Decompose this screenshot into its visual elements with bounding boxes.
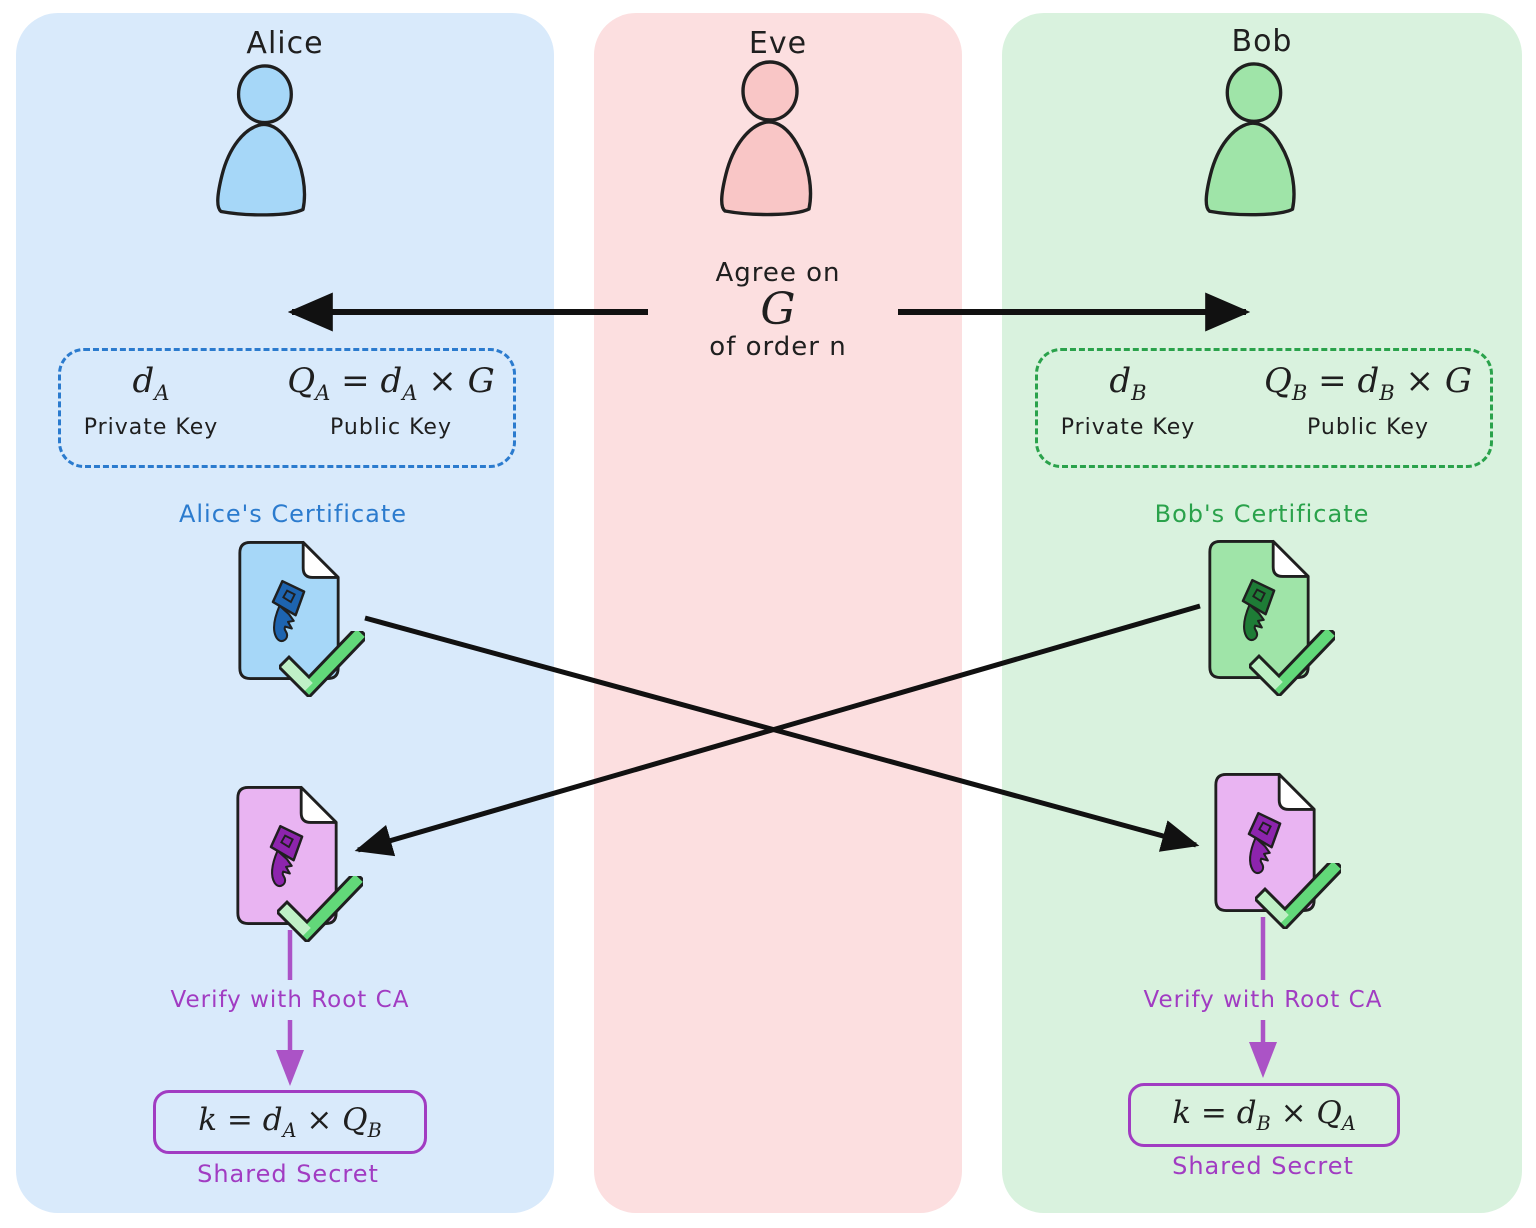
alice-keypair-box: dA Private Key QA = dA × G Public Key [58,348,516,468]
bob-private-key-formula: dB [1109,361,1147,405]
alice-name-label: Alice [246,26,324,61]
alice-public-key-label: Public Key [330,415,452,440]
eve-name-label: Eve [748,26,808,61]
checkmark-icon [1255,863,1341,929]
bob-certificate-doc [1207,537,1335,696]
bob-public-key-formula: QB = dB × G [1263,361,1473,405]
bob-shared-secret-box: k = dB × QA [1128,1083,1400,1147]
eve-person-icon [720,60,813,217]
alice-shared-secret-label: Shared Secret [197,1160,379,1188]
key-icon [1241,578,1276,642]
checkmark-icon [279,631,365,697]
order-text: of order n [709,332,847,362]
alice-verify-label: Verify with Root CA [170,987,410,1013]
bob-received-certificate-doc [1213,770,1341,929]
agree-on-text: Agree on [715,258,841,288]
alice-public-key-formula: QA = dA × G [287,361,495,405]
alice-received-certificate-doc [235,783,363,942]
key-icon [271,579,306,643]
checkmark-icon [277,876,363,942]
bob-public-key-label: Public Key [1307,415,1429,440]
checkmark-icon [1249,630,1335,696]
bob-verify-label: Verify with Root CA [1143,987,1383,1013]
document-icon [1214,773,1316,912]
bob-name-label: Bob [1231,24,1293,59]
bob-certificate-label: Bob's Certificate [1154,500,1370,528]
alice-person-icon [216,64,307,217]
bob-shared-secret-label: Shared Secret [1172,1152,1354,1180]
alice-private-key-formula: dA [132,361,170,405]
key-icon [1247,811,1282,875]
bob-keypair-box: dB Private Key QB = dB × G Public Key [1035,348,1493,468]
alice-certificate-doc [237,538,365,697]
document-icon [236,786,338,925]
document-icon [1208,540,1310,679]
bob-private-key-label: Private Key [1060,415,1196,440]
bob-shared-secret-formula: k = dB × QA [1172,1094,1356,1136]
alice-shared-secret-box: k = dA × QB [153,1090,427,1154]
alice-shared-secret-formula: k = dA × QB [198,1101,382,1143]
key-icon [269,824,304,888]
document-icon [238,541,340,680]
bob-person-icon [1204,62,1296,217]
alice-private-key-label: Private Key [83,415,219,440]
alice-certificate-label: Alice's Certificate [178,500,408,528]
generator-formula: G [760,284,796,335]
